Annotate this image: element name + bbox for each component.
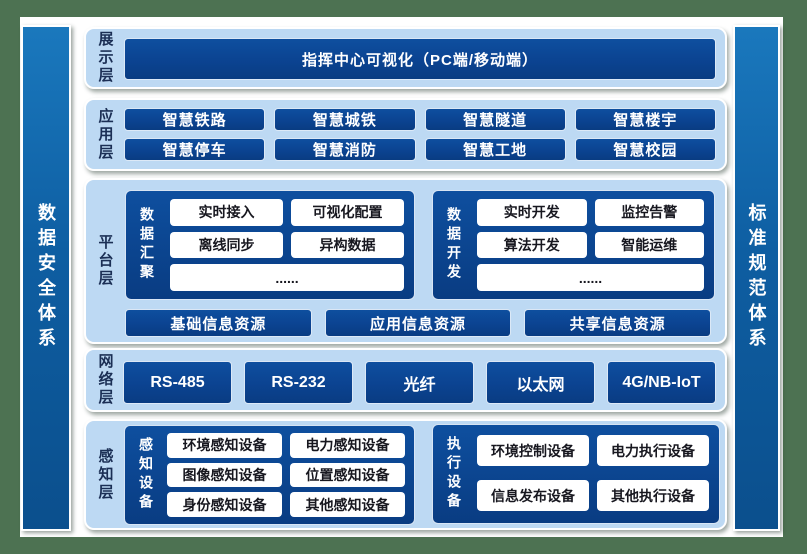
node-ethernet: 以太网 bbox=[486, 361, 595, 404]
node-identity-sensing: 身份感知设备 bbox=[167, 492, 282, 518]
node-visual-config: 可视化配置 bbox=[291, 199, 404, 226]
node-smart-metro: 智慧城铁 bbox=[274, 108, 416, 131]
layer-label-application: 应用层 bbox=[96, 107, 114, 162]
group-sensing-devices-body: 环境感知设备 电力感知设备 图像感知设备 位置感知设备 身份感知设备 其他感知设… bbox=[167, 433, 405, 518]
node-smart-building: 智慧楼宇 bbox=[574, 108, 716, 131]
layer-label-display: 展示层 bbox=[96, 31, 114, 85]
group-data-development-body: 实时开发 监控告警 算法开发 智能运维 ...... bbox=[477, 199, 704, 292]
group-data-aggregation-label: 数据汇聚 bbox=[139, 207, 155, 283]
aggregation-row-2: 离线同步 异构数据 bbox=[170, 231, 404, 259]
node-image-sensing: 图像感知设备 bbox=[167, 462, 282, 488]
node-realtime-dev: 实时开发 bbox=[477, 199, 587, 226]
aggregation-row-3: ...... bbox=[170, 264, 404, 292]
node-basic-info-resource: 基础信息资源 bbox=[125, 309, 312, 337]
group-actuator-devices-label: 执行设备 bbox=[446, 436, 462, 512]
sensing-row-2: 图像感知设备 位置感知设备 bbox=[167, 462, 405, 488]
layer-panel-application: 应用层 智慧铁路 智慧城铁 智慧隧道 智慧楼宇 智慧停车 智慧消防 智慧工地 智… bbox=[84, 98, 727, 171]
sensing-row-1: 环境感知设备 电力感知设备 bbox=[167, 433, 405, 458]
node-smart-railway: 智慧铁路 bbox=[124, 108, 266, 131]
pillar-standards-label: 标准规范体系 bbox=[746, 203, 767, 353]
node-env-control: 环境控制设备 bbox=[477, 435, 589, 466]
group-sensing-devices: 感知设备 环境感知设备 电力感知设备 图像感知设备 位置感知设备 身份感知设备 … bbox=[124, 425, 415, 525]
pillar-standards: 标准规范体系 bbox=[733, 25, 780, 531]
node-power-actuator: 电力执行设备 bbox=[597, 435, 709, 466]
node-smart-fire: 智慧消防 bbox=[274, 138, 416, 161]
application-row-2: 智慧停车 智慧消防 智慧工地 智慧校园 bbox=[124, 138, 716, 161]
node-algorithm-dev: 算法开发 bbox=[477, 231, 587, 259]
group-sensing-devices-label: 感知设备 bbox=[138, 437, 154, 513]
sensing-row-3: 身份感知设备 其他感知设备 bbox=[167, 492, 405, 518]
node-fiber: 光纤 bbox=[365, 361, 474, 404]
node-other-actuator: 其他执行设备 bbox=[597, 480, 709, 511]
layer-label-platform: 平台层 bbox=[96, 234, 114, 288]
actuator-row-1: 环境控制设备 电力执行设备 bbox=[477, 435, 709, 466]
layer-panel-display: 展示层 指挥中心可视化（PC端/移动端） bbox=[84, 27, 727, 89]
resource-bar-row: 基础信息资源 应用信息资源 共享信息资源 bbox=[125, 309, 712, 337]
node-realtime-access: 实时接入 bbox=[170, 199, 283, 226]
pillar-data-security-label: 数据安全体系 bbox=[36, 203, 56, 353]
node-monitor-alert: 监控告警 bbox=[594, 199, 704, 226]
development-row-3: ...... bbox=[477, 264, 704, 292]
node-shared-info-resource: 共享信息资源 bbox=[524, 309, 712, 337]
layer-label-network: 网络层 bbox=[96, 353, 114, 407]
group-data-development-label: 数据开发 bbox=[446, 207, 462, 283]
node-offline-sync: 离线同步 bbox=[170, 231, 283, 259]
application-button-grid: 智慧铁路 智慧城铁 智慧隧道 智慧楼宇 智慧停车 智慧消防 智慧工地 智慧校园 bbox=[124, 108, 716, 161]
aggregation-row-1: 实时接入 可视化配置 bbox=[170, 199, 404, 226]
group-actuator-devices-body: 环境控制设备 电力执行设备 信息发布设备 其他执行设备 bbox=[477, 435, 709, 511]
node-rs485: RS-485 bbox=[123, 361, 232, 404]
network-button-row: RS-485 RS-232 光纤 以太网 4G/NB-IoT bbox=[123, 361, 716, 404]
node-rs232: RS-232 bbox=[244, 361, 353, 404]
actuator-row-2: 信息发布设备 其他执行设备 bbox=[477, 480, 709, 511]
layer-panel-perception: 感知层 感知设备 环境感知设备 电力感知设备 图像感知设备 位置感知设备 身份感… bbox=[84, 419, 727, 530]
development-row-2: 算法开发 智能运维 bbox=[477, 231, 704, 259]
node-env-sensing: 环境感知设备 bbox=[167, 433, 282, 458]
node-application-info-resource: 应用信息资源 bbox=[324, 309, 512, 337]
node-power-sensing: 电力感知设备 bbox=[290, 433, 405, 458]
node-smart-site: 智慧工地 bbox=[424, 138, 566, 161]
node-smart-campus: 智慧校园 bbox=[574, 138, 716, 161]
node-smart-parking: 智慧停车 bbox=[124, 138, 266, 161]
diagram-background: 数据安全体系 标准规范体系 展示层 指挥中心可视化（PC端/移动端） 应用层 智… bbox=[20, 17, 783, 537]
banner-command-center: 指挥中心可视化（PC端/移动端） bbox=[124, 38, 716, 80]
node-aggregation-more: ...... bbox=[170, 264, 404, 292]
layer-panel-platform: 平台层 数据汇聚 实时接入 可视化配置 离线同步 异构数据 ...... bbox=[84, 178, 727, 344]
node-info-publish: 信息发布设备 bbox=[477, 480, 589, 511]
node-intelligent-ops: 智能运维 bbox=[594, 231, 704, 259]
layer-label-perception: 感知层 bbox=[96, 447, 114, 502]
layer-panel-network: 网络层 RS-485 RS-232 光纤 以太网 4G/NB-IoT bbox=[84, 348, 727, 412]
node-4g-nb-iot: 4G/NB-IoT bbox=[607, 361, 716, 404]
application-row-1: 智慧铁路 智慧城铁 智慧隧道 智慧楼宇 bbox=[124, 108, 716, 131]
development-row-1: 实时开发 监控告警 bbox=[477, 199, 704, 226]
group-data-development: 数据开发 实时开发 监控告警 算法开发 智能运维 ...... bbox=[432, 190, 715, 300]
node-other-sensing: 其他感知设备 bbox=[290, 492, 405, 518]
pillar-data-security: 数据安全体系 bbox=[21, 25, 71, 531]
node-heterogeneous-data: 异构数据 bbox=[291, 231, 404, 259]
group-actuator-devices: 执行设备 环境控制设备 电力执行设备 信息发布设备 其他执行设备 bbox=[432, 424, 720, 524]
node-development-more: ...... bbox=[477, 264, 704, 292]
node-location-sensing: 位置感知设备 bbox=[290, 462, 405, 488]
group-data-aggregation: 数据汇聚 实时接入 可视化配置 离线同步 异构数据 ...... bbox=[125, 190, 415, 300]
node-smart-tunnel: 智慧隧道 bbox=[424, 108, 566, 131]
group-data-aggregation-body: 实时接入 可视化配置 离线同步 异构数据 ...... bbox=[170, 199, 404, 292]
